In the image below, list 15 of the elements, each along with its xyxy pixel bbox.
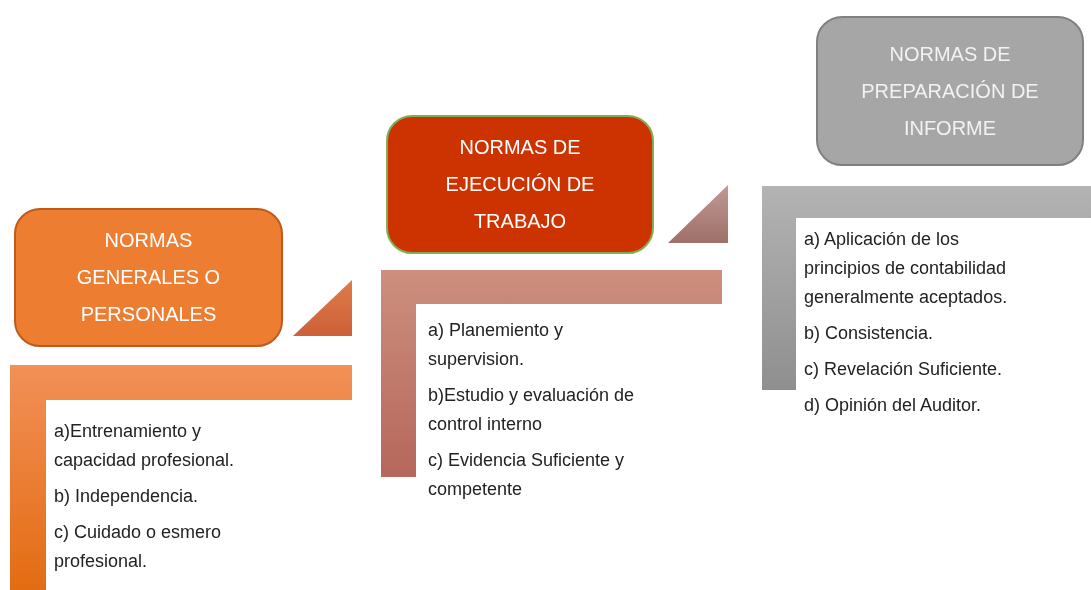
heading-text: NORMAS DE EJECUCIÓN DE TRABAJO xyxy=(444,135,596,234)
list-item: d) Opinión del Auditor. xyxy=(804,394,983,417)
rounded-box xyxy=(386,115,654,254)
list-item: b) Independencia. xyxy=(54,485,200,508)
rounded-box xyxy=(816,16,1084,166)
list-item: a) Planemiento y supervision. xyxy=(428,319,565,371)
list-item: c) Revelación Suficiente. xyxy=(804,358,1004,381)
list-item: c) Cuidado o esmero profesional. xyxy=(54,521,223,573)
list-item: b) Consistencia. xyxy=(804,322,935,345)
heading-text: NORMAS GENERALES O PERSONALES xyxy=(75,228,222,327)
list-item: a)Entrenamiento y capacidad profesional. xyxy=(54,420,236,472)
list-item: a) Aplicación de los principios de contabilidad generalmente aceptados. xyxy=(804,228,1009,309)
list-item: c) Evidencia Suficiente y competente xyxy=(428,449,626,501)
heading-text: NORMAS DE PREPARACIÓN DE INFORME xyxy=(860,41,1040,141)
rounded-box xyxy=(14,208,283,347)
